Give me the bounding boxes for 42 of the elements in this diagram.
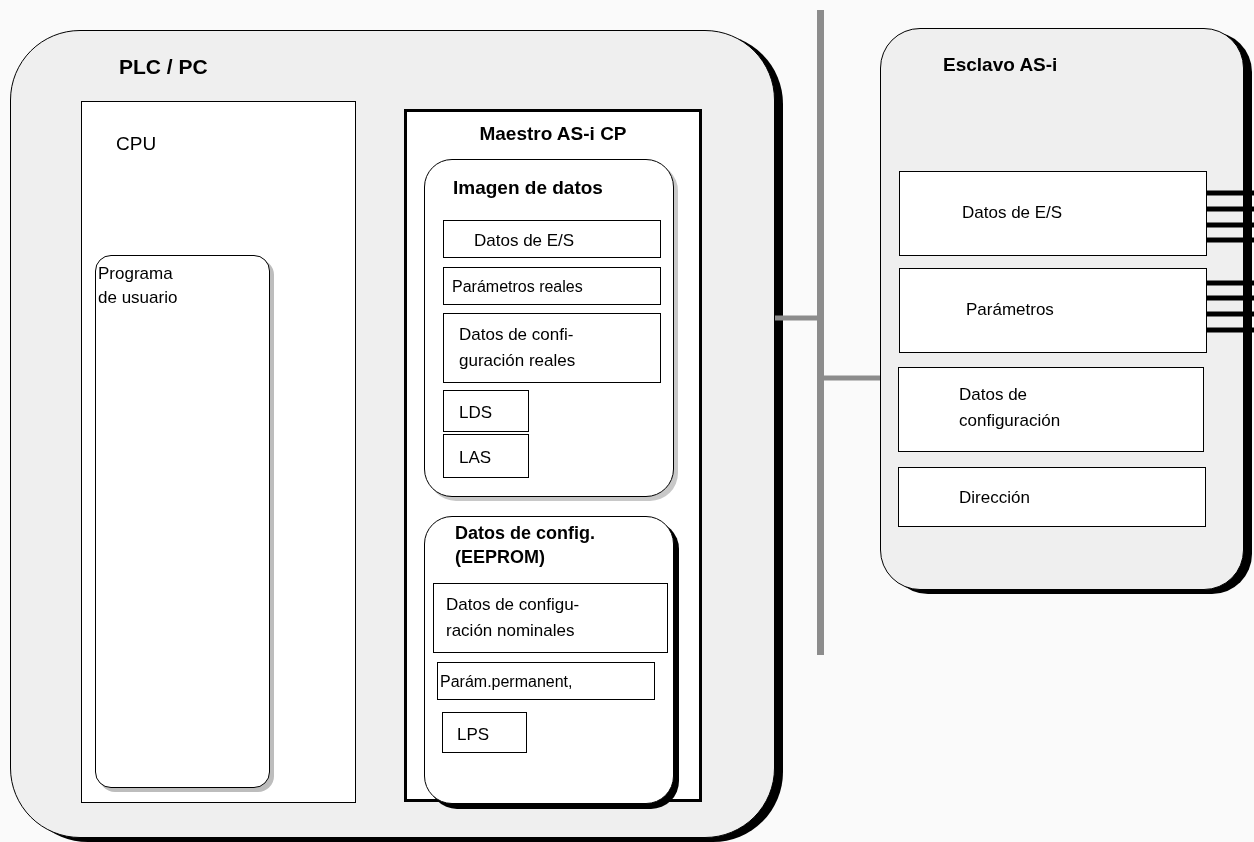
box-label: CPU (116, 132, 157, 156)
data-box (433, 583, 668, 653)
box-label: Datos de confi- guración reales (459, 324, 577, 372)
data-box (443, 313, 661, 383)
list-box (443, 434, 529, 478)
area-title: Datos de config. (EEPROM) (455, 522, 596, 569)
io-line (1206, 295, 1254, 301)
bus-connector (775, 315, 817, 321)
box-label: Datos de E/S (474, 230, 575, 252)
data-box (899, 171, 1207, 256)
panel-title: Esclavo AS-i (943, 53, 1058, 77)
box-label: LAS (459, 447, 492, 469)
data-box (899, 268, 1207, 353)
bus-connector (824, 375, 880, 381)
box-label: LPS (457, 724, 490, 746)
box-label: Parámetros reales (452, 277, 583, 297)
box-label: Dirección (959, 487, 1030, 509)
io-line (1206, 206, 1254, 212)
io-line (1206, 280, 1254, 286)
data-box (443, 267, 661, 305)
box-label: Datos de E/S (962, 202, 1063, 224)
box-label: Parám.permanent, (440, 672, 573, 692)
data-box (437, 662, 655, 700)
io-line (1206, 237, 1254, 243)
unit-box (81, 101, 356, 803)
box-label: Datos de configuración (959, 384, 1062, 432)
area-title: Imagen de datos (453, 176, 603, 200)
box-label: Programa de usuario (98, 263, 179, 309)
box-label: Parámetros (966, 299, 1054, 321)
box-label: LDS (459, 402, 493, 424)
io-line (1206, 190, 1254, 196)
io-line (1206, 327, 1254, 333)
box-title: Maestro AS-i CP (478, 122, 628, 146)
io-line (1206, 311, 1254, 317)
panel-title: PLC / PC (119, 54, 208, 80)
data-box (898, 467, 1206, 527)
io-line (1206, 222, 1254, 228)
list-box (443, 390, 529, 432)
data-box (443, 220, 661, 258)
data-box (898, 367, 1204, 452)
box-label: Datos de configu- ración nominales (446, 594, 581, 642)
list-box (442, 712, 527, 753)
